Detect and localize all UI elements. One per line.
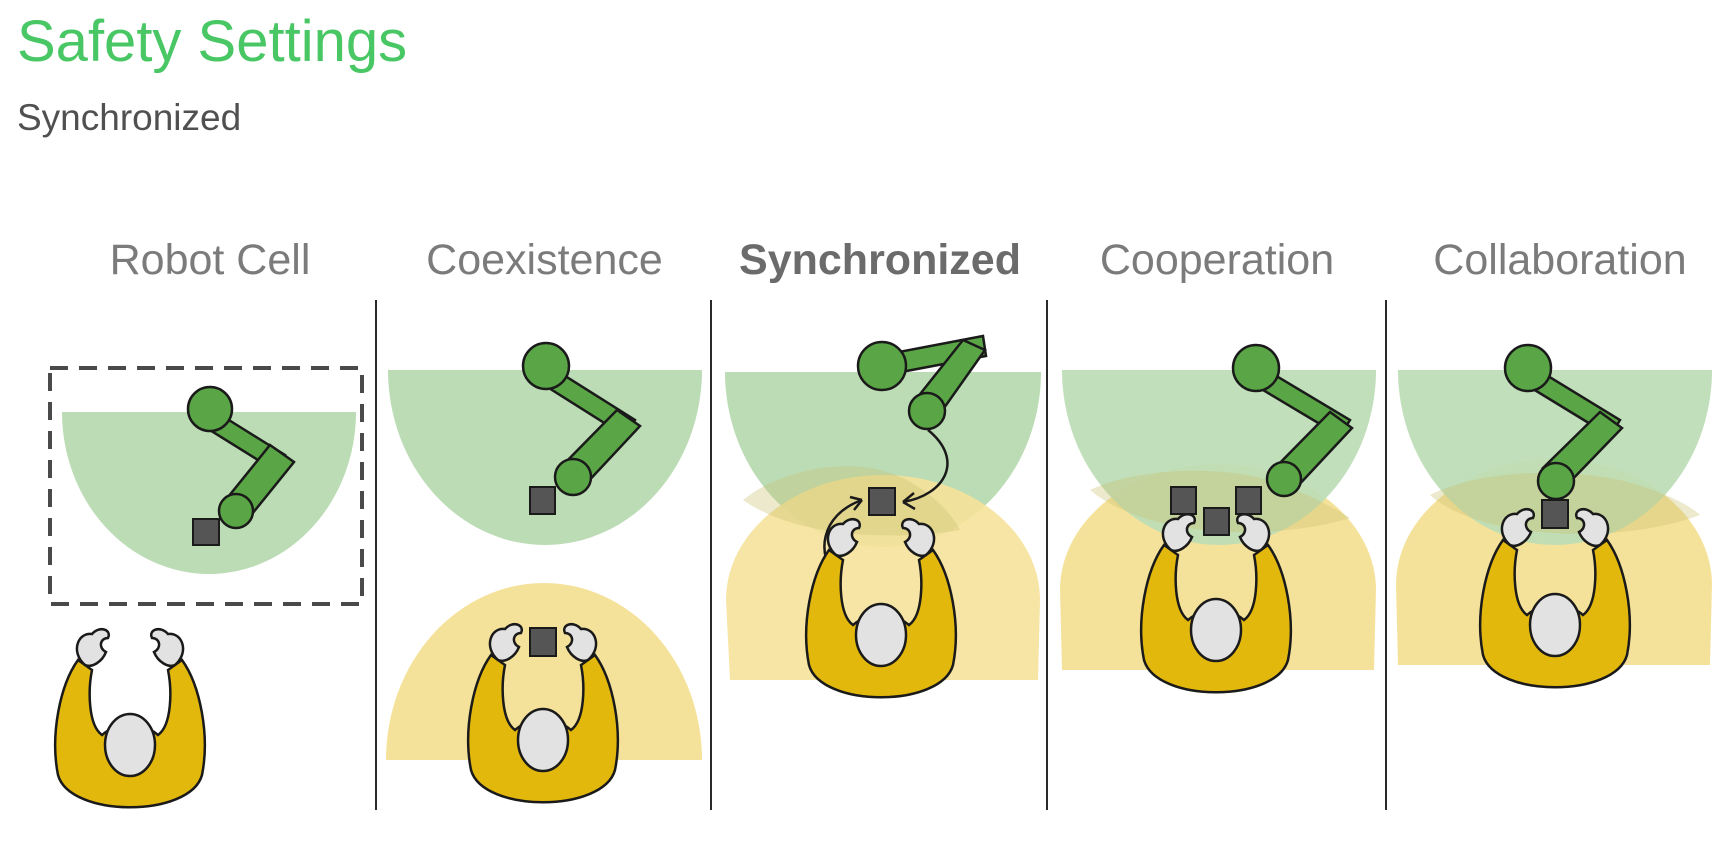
synchronized-illustration bbox=[725, 334, 1041, 699]
coexistence-illustration bbox=[386, 341, 702, 804]
robot-arm bbox=[856, 334, 988, 431]
workpiece-left bbox=[1170, 486, 1197, 515]
cooperation-illustration bbox=[1060, 343, 1376, 694]
mode-collaboration[interactable]: Collaboration bbox=[1387, 230, 1733, 810]
robot-arm bbox=[1503, 343, 1624, 501]
mode-cooperation[interactable]: Cooperation bbox=[1048, 230, 1386, 810]
mode-divider bbox=[1385, 300, 1387, 810]
mode-synchronized[interactable]: Synchronized bbox=[712, 230, 1048, 810]
mode-label: Robot Cell bbox=[109, 236, 311, 284]
mode-divider bbox=[375, 300, 377, 810]
robot-arm bbox=[186, 385, 296, 530]
mode-divider bbox=[710, 300, 712, 810]
workpiece-held bbox=[529, 627, 557, 657]
workpiece-center bbox=[1203, 507, 1230, 536]
workpiece bbox=[868, 487, 896, 516]
workpiece-right bbox=[1235, 486, 1262, 515]
collaboration-illustration bbox=[1396, 343, 1712, 689]
selected-mode-subtitle: Synchronized bbox=[17, 97, 242, 138]
page-title: Safety Settings bbox=[17, 9, 408, 74]
mode-label: Synchronized bbox=[739, 236, 1021, 284]
robot-arm bbox=[1231, 343, 1354, 498]
mode-label: Coexistence bbox=[426, 236, 663, 284]
mode-label: Collaboration bbox=[1433, 236, 1687, 284]
mode-robot-cell[interactable]: Robot Cell bbox=[40, 230, 380, 810]
workpiece bbox=[192, 518, 220, 546]
workpiece bbox=[529, 486, 556, 515]
mode-label: Cooperation bbox=[1099, 236, 1335, 284]
robot-arm bbox=[521, 341, 642, 497]
safety-mode-selector: Robot Cell Coexistence Synchronized Coop… bbox=[0, 230, 1735, 810]
workpiece-shared bbox=[1541, 499, 1569, 529]
robot-cell-illustration bbox=[48, 366, 364, 809]
mode-coexistence[interactable]: Coexistence bbox=[378, 230, 711, 810]
mode-divider bbox=[1046, 300, 1048, 810]
